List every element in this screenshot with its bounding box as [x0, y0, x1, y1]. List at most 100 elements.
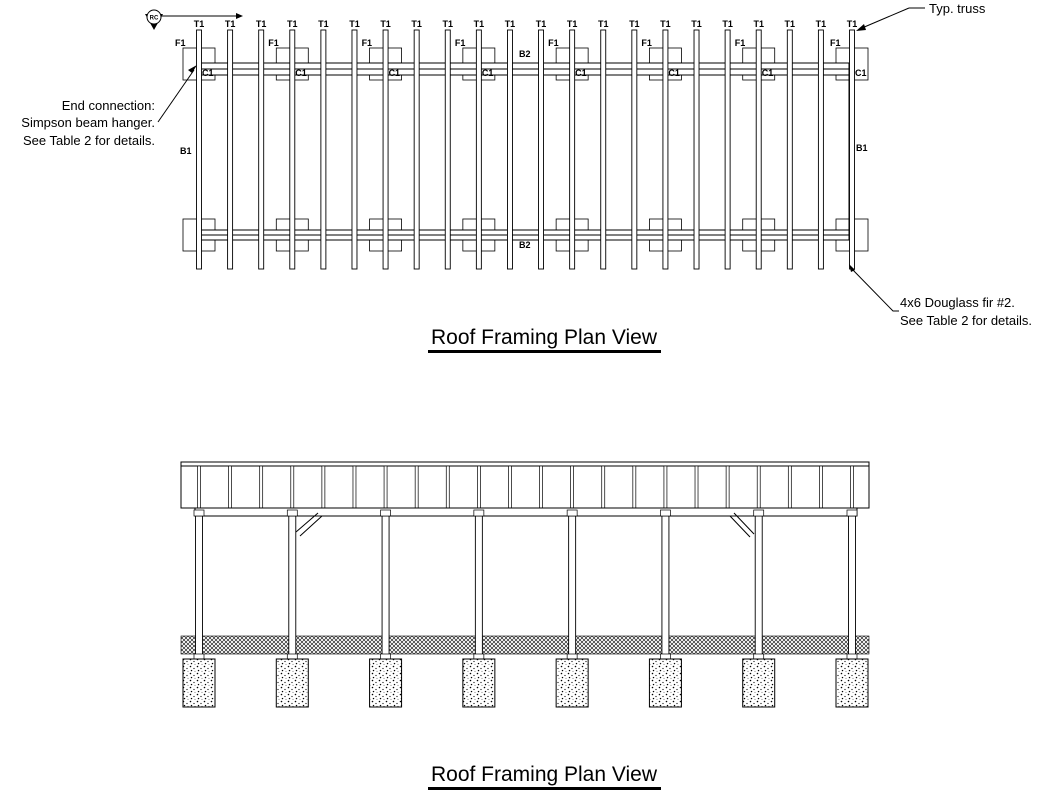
post-leader: [850, 267, 899, 312]
elevation-truss-6: [352, 465, 357, 509]
truss-label-14: T1: [598, 19, 609, 29]
truss-4: [289, 29, 296, 270]
elevation-title-underline: [428, 787, 661, 790]
callout-end-line-3: See Table 2 for details.: [23, 133, 155, 148]
elevation-truss-21: [819, 465, 823, 509]
post-7: [754, 515, 763, 657]
truss-17: [693, 29, 700, 270]
post-1: [195, 515, 203, 657]
truss-label-8: T1: [411, 19, 422, 29]
truss-21: [817, 29, 824, 270]
plan-title: Roof Framing Plan View: [431, 326, 658, 349]
truss-label-12: T1: [536, 19, 547, 29]
truss-label-21: T1: [816, 19, 827, 29]
truss-label-11: T1: [505, 19, 516, 29]
post-3: [381, 515, 390, 657]
elevation-truss-15: [632, 465, 637, 509]
truss-label-15: T1: [629, 19, 640, 29]
beam-top-label: B2: [519, 49, 531, 59]
truss-13: [569, 29, 576, 270]
truss-8: [413, 29, 420, 270]
ground-soil: [180, 635, 870, 655]
elevation-truss-10: [477, 465, 481, 509]
post-cap-6: [660, 509, 671, 517]
truss-18: [724, 29, 731, 270]
post-leader-arrow-icon: [849, 264, 855, 272]
elevation-title: Roof Framing Plan View: [431, 763, 658, 786]
plan-title-underline: [428, 350, 661, 353]
footing-label-4: F1: [455, 38, 466, 48]
truss-label-5: T1: [318, 19, 329, 29]
elevation-truss-18: [725, 465, 730, 509]
post-6: [661, 515, 670, 657]
truss-label-2: T1: [225, 19, 236, 29]
beam-right-label: B1: [856, 143, 868, 153]
post-base-1: [193, 653, 205, 660]
post-label-5: C1: [575, 68, 587, 78]
post-cap-8: [846, 509, 858, 517]
truss-label-16: T1: [660, 19, 671, 29]
callout-post-line-2: See Table 2 for details.: [900, 313, 1032, 328]
plan-trusses: [196, 29, 855, 270]
truss-label-20: T1: [785, 19, 796, 29]
elevation-truss-11: [508, 465, 512, 509]
footing-label-3: F1: [362, 38, 373, 48]
post-label-8: C1: [855, 68, 867, 78]
elevation-truss-9: [445, 465, 450, 509]
elevation-truss-4: [290, 465, 295, 509]
post-cap-3: [380, 509, 391, 517]
elevation-truss-17: [694, 465, 699, 509]
post-2: [288, 515, 297, 657]
elevation-truss-14: [601, 465, 606, 509]
elevation-view: Roof Framing Plan View: [180, 461, 870, 790]
truss-label-3: T1: [256, 19, 267, 29]
truss-16: [662, 29, 669, 270]
truss-3: [258, 29, 265, 270]
truss-9: [444, 29, 451, 270]
truss-15: [631, 29, 638, 270]
post-label-2: C1: [295, 68, 307, 78]
truss-2: [227, 29, 234, 270]
post-label-4: C1: [482, 68, 494, 78]
elevation-truss-22: [850, 465, 854, 509]
elevation-truss-7: [383, 465, 388, 509]
truss-11: [507, 29, 513, 270]
truss-label-9: T1: [443, 19, 454, 29]
knee-brace-left: [295, 512, 323, 537]
truss-1: [196, 29, 202, 270]
post-base-5: [566, 653, 578, 660]
roof-fascia: [180, 461, 870, 509]
post-base-8: [846, 653, 858, 660]
section-marker-text: RC: [150, 16, 159, 22]
truss-label-18: T1: [722, 19, 733, 29]
elevation-truss-5: [321, 465, 326, 509]
truss-label-4: T1: [287, 19, 298, 29]
callout-typ-truss: Typ. truss: [929, 1, 986, 16]
concrete-footing-7: [742, 658, 776, 708]
post-cap-2: [286, 509, 298, 517]
elevation-truss-3: [259, 465, 264, 509]
end-leader: [157, 69, 195, 123]
truss-leader-arrow-icon: [856, 24, 866, 31]
footing-label-6: F1: [641, 38, 652, 48]
truss-14: [600, 29, 607, 270]
concrete-footing-4: [462, 658, 496, 708]
post-base-6: [660, 653, 671, 660]
post-label-7: C1: [762, 68, 774, 78]
truss-label-13: T1: [567, 19, 578, 29]
post-cap-7: [753, 509, 765, 517]
callout-post-line-1: 4x6 Douglass fir #2.: [900, 295, 1015, 310]
concrete-footing-5: [555, 658, 589, 708]
truss-label-17: T1: [691, 19, 702, 29]
truss-6: [351, 29, 358, 270]
footing-label-8: F1: [830, 38, 841, 48]
footing-label-1: F1: [175, 38, 186, 48]
truss-label-7: T1: [380, 19, 391, 29]
callout-end-line-2: Simpson beam hanger.: [21, 115, 155, 130]
truss-7: [382, 29, 389, 270]
elevation-truss-13: [570, 465, 574, 509]
concrete-footing-2: [275, 658, 309, 708]
